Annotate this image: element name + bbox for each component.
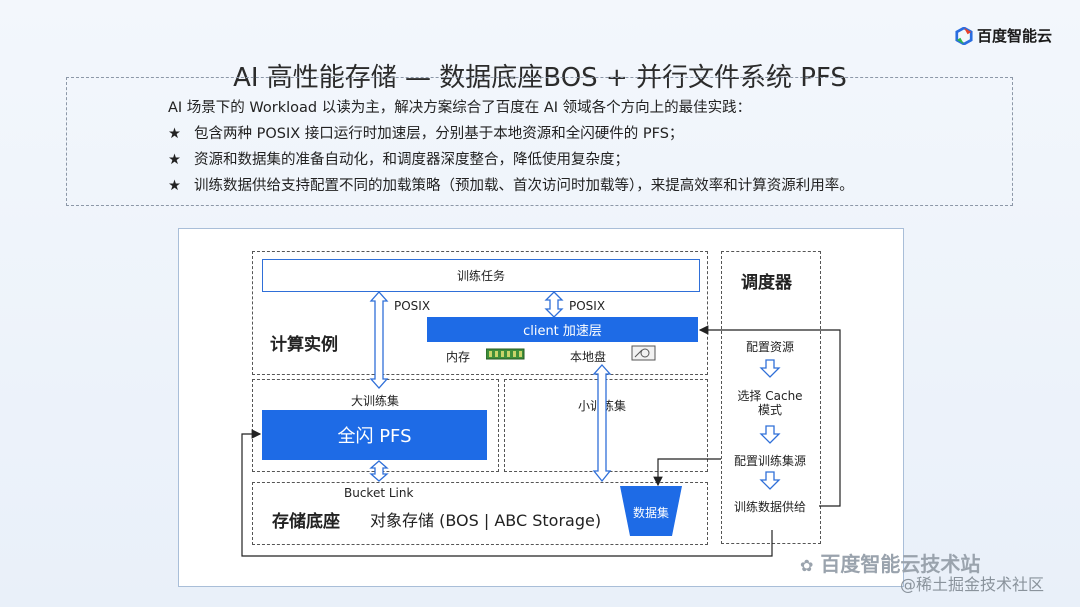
bullet-item: ★ 包含两种 POSIX 接口运行时加速层，分别基于本地资源和全闪硬件的 PFS； [168,122,683,143]
intro-text: AI 场景下的 Workload 以读为主，解决方案综合了百度在 AI 领域各个… [168,100,752,116]
wechat-watermark-text: 百度智能云技术站 [820,552,981,576]
compute-region [252,251,708,375]
scheduler-region [721,251,821,544]
disk-icon [631,345,656,361]
posix-arrow-left [369,291,389,389]
scheduler-step: 配置训练集源 [733,454,806,468]
memory-label: 内存 [446,350,471,364]
supply-to-client-line [698,325,841,507]
down-arrow-icon [759,359,781,378]
scheduler-step: 配置资源 [745,340,794,354]
wechat-icon: ✿ [800,556,814,575]
slide-title: AI 高性能存储 — 数据底座BOS + 并行文件系统 PFS [233,63,847,93]
star-icon: ★ [168,178,181,194]
scheduler-step: 选择 Cache 模式 [737,389,803,417]
brand-name: 百度智能云 [977,27,1053,45]
dataset-label: 数据集 [632,506,669,520]
bucket-link-arrow [369,460,389,482]
intro-box [66,77,1013,206]
compute-instance-label: 计算实例 [270,335,338,355]
star-icon: ★ [168,126,181,142]
posix-arrow-right [544,291,564,318]
posix-label-right: POSIX [569,299,606,313]
juejin-watermark: @稀土掘金技术社区 [900,575,1045,594]
bullet-item: ★ 资源和数据集的准备自动化，和调度器深度整合，降低使用复杂度； [168,148,629,169]
dataset-shape [620,486,682,536]
posix-label-left: POSIX [394,299,431,313]
down-arrow-icon [759,425,781,444]
bullet-item: ★ 训练数据供给支持配置不同的加载策略（预加载、首次访问时加载等），来提高效率和计… [168,174,854,195]
star-icon: ★ [168,152,181,168]
client-layer: client 加速层 [427,317,698,342]
bucket-link-label: Bucket Link [344,486,414,500]
memory-icon [486,348,525,360]
bullet-text: 资源和数据集的准备自动化，和调度器深度整合，降低使用复杂度； [194,152,629,168]
disk-to-storage-arrow [592,364,612,483]
local-disk-label: 本地盘 [570,350,607,364]
scheduler-title: 调度器 [741,273,792,293]
brand-logo: 百度智能云 [955,25,1052,46]
scheduler-step: 训练数据供给 [733,500,806,514]
source-to-dataset-line [653,458,721,487]
bullet-text: 训练数据供给支持配置不同的加载策略（预加载、首次访问时加载等），来提高效率和计算… [194,178,854,194]
bullet-text: 包含两种 POSIX 接口运行时加速层，分别基于本地资源和全闪硬件的 PFS； [194,126,684,142]
all-flash-pfs: 全闪 PFS [262,410,487,460]
object-storage-label: 对象存储 (BOS | ABC Storage) [370,511,602,530]
storage-base-label: 存储底座 [272,512,340,532]
down-arrow-icon [759,471,781,490]
supply-to-pfs-line [241,429,773,557]
wechat-watermark: ✿ 百度智能云技术站 [800,548,980,577]
storage-region [252,482,708,545]
training-task-bar: 训练任务 [262,259,700,292]
baidu-cloud-icon [955,26,973,45]
large-dataset-label: 大训练集 [351,394,400,408]
